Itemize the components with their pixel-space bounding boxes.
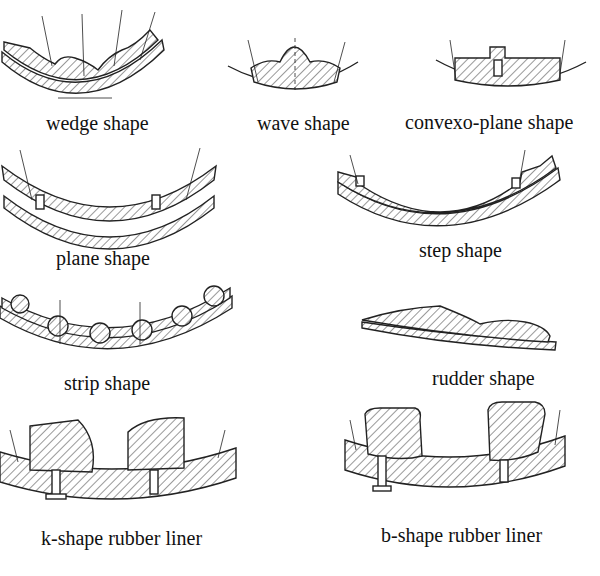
shape-caption: wave shape xyxy=(257,112,350,135)
shape-caption: k-shape rubber liner xyxy=(41,527,202,550)
shape-caption: plane shape xyxy=(56,247,150,270)
shape-caption: b-shape rubber liner xyxy=(381,524,542,547)
shape-caption: step shape xyxy=(419,239,502,262)
shape-caption: strip shape xyxy=(64,372,150,395)
shape-caption: convexo-plane shape xyxy=(405,111,573,134)
shape-caption: rudder shape xyxy=(432,367,535,390)
shape-caption: wedge shape xyxy=(46,112,149,135)
